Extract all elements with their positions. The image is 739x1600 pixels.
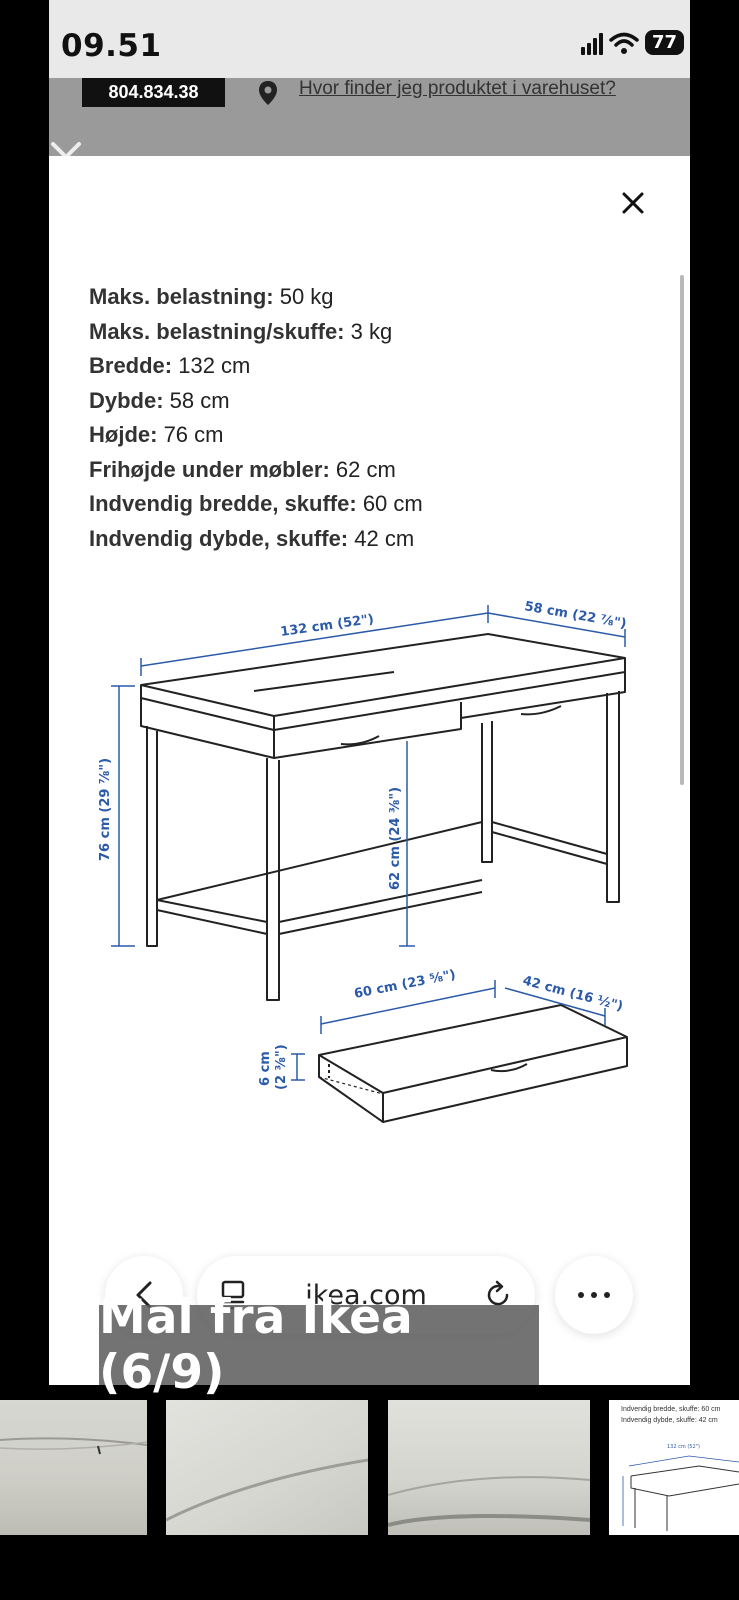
spec-label: Indvendig dybde, skuffe:: [89, 525, 349, 551]
reload-icon[interactable]: [483, 1280, 513, 1310]
label-depth: 58 cm (22 ⅞"): [523, 599, 627, 632]
battery-indicator: 77: [644, 30, 684, 55]
sheet-close-button[interactable]: [619, 189, 647, 217]
status-icons: 77: [580, 30, 684, 55]
spec-list: Maks. belastning: 50 kg Maks. belastning…: [89, 280, 423, 556]
spec-value: 132 cm: [172, 353, 251, 378]
label-drawer-height-inch: (2 ⅜"): [274, 1044, 289, 1090]
thumbnail-drawer[interactable]: [388, 1400, 590, 1535]
wifi-icon: [609, 32, 639, 54]
chevron-left-icon: [136, 1281, 152, 1309]
more-options-button[interactable]: [555, 1256, 633, 1334]
label-drawer-width: 60 cm (23 ⅝"): [353, 968, 457, 1002]
label-drawer-height: 6 cm: [258, 1051, 273, 1086]
article-number: 804.834.38: [82, 78, 225, 107]
spec-row: Frihøjde under møbler: 62 cm: [89, 453, 423, 488]
label-height: 76 cm (29 ⅞"): [98, 758, 113, 861]
store-location-link[interactable]: Hvor finder jeg produktet i varehuset?: [299, 78, 616, 99]
dimensions-sheet: Maks. belastning: 50 kg Maks. belastning…: [49, 156, 690, 1385]
label-drawer-depth: 42 cm (16 ½"): [521, 973, 624, 1014]
thumbnail-line-2: Indvendig dybde, skuffe: 42 cm: [621, 1417, 718, 1424]
spec-value: 3 kg: [344, 318, 393, 344]
thumbnail-dim-label: 132 cm (52"): [667, 1444, 700, 1450]
clock: 09.51: [61, 28, 162, 64]
label-clearance: 62 cm (24 ⅜"): [388, 787, 403, 890]
ellipsis-icon: [578, 1292, 610, 1298]
spec-label: Indvendig bredde, skuffe:: [89, 491, 357, 516]
spec-row: Højde: 76 cm: [89, 418, 423, 453]
thumbnail-line-1: Indvendig bredde, skuffe: 60 cm: [621, 1406, 721, 1413]
thumbnail-desk-closeup[interactable]: [0, 1400, 147, 1535]
spec-row: Indvendig bredde, skuffe: 60 cm: [89, 487, 423, 522]
desk-dimension-diagram: 132 cm (52") 58 cm (22 ⅞") 76 cm (29 ⅞")…: [98, 599, 628, 1123]
thumbnail-dimensions[interactable]: Indvendig bredde, skuffe: 60 cm Indvendi…: [609, 1400, 739, 1535]
thumbnail-diagram: 132 cm (52"): [622, 1444, 739, 1531]
image-thumbnail-strip: Indvendig bredde, skuffe: 60 cm Indvendi…: [0, 1400, 739, 1535]
spec-value: 60 cm: [356, 491, 423, 516]
spec-value: 76 cm: [157, 422, 224, 447]
dimmed-product-page: 804.834.38 Hvor finder jeg produktet i v…: [49, 78, 690, 156]
spec-value: 62 cm: [329, 456, 396, 482]
location-pin-icon: [259, 81, 277, 105]
spec-row: Indvendig dybde, skuffe: 42 cm: [89, 522, 423, 557]
label-width: 132 cm (52"): [279, 612, 374, 640]
thumbnail-drawing: [166, 1458, 368, 1522]
spec-row: Dybde: 58 cm: [89, 384, 423, 419]
spec-label: Dybde:: [89, 387, 164, 413]
spec-row: Maks. belastning: 50 kg: [89, 280, 423, 315]
spec-value: 50 kg: [273, 284, 334, 309]
spec-row: Bredde: 132 cm: [89, 349, 423, 384]
post-caption: Mål fra Ikea (6/9): [99, 1290, 539, 1400]
spec-label: Maks. belastning/skuffe:: [89, 318, 345, 344]
phone-screen: 09.51 77 804.834.38 Hvor finder jeg prod…: [49, 0, 690, 1385]
thumbnail-drawing: [0, 1437, 147, 1455]
thumbnail-drawing: [388, 1476, 590, 1527]
spec-label: Højde:: [89, 422, 158, 447]
spec-label: Bredde:: [89, 353, 173, 378]
thumbnail-surface[interactable]: [166, 1400, 368, 1535]
status-bar: 09.51 77: [49, 0, 690, 78]
signal-icon: [580, 31, 603, 55]
scrollbar[interactable]: [680, 275, 684, 785]
spec-label: Frihøjde under møbler:: [89, 456, 330, 482]
spec-value: 58 cm: [163, 387, 230, 413]
spec-value: 42 cm: [348, 525, 415, 551]
spec-label: Maks. belastning:: [89, 284, 274, 309]
spec-row: Maks. belastning/skuffe: 3 kg: [89, 315, 423, 350]
